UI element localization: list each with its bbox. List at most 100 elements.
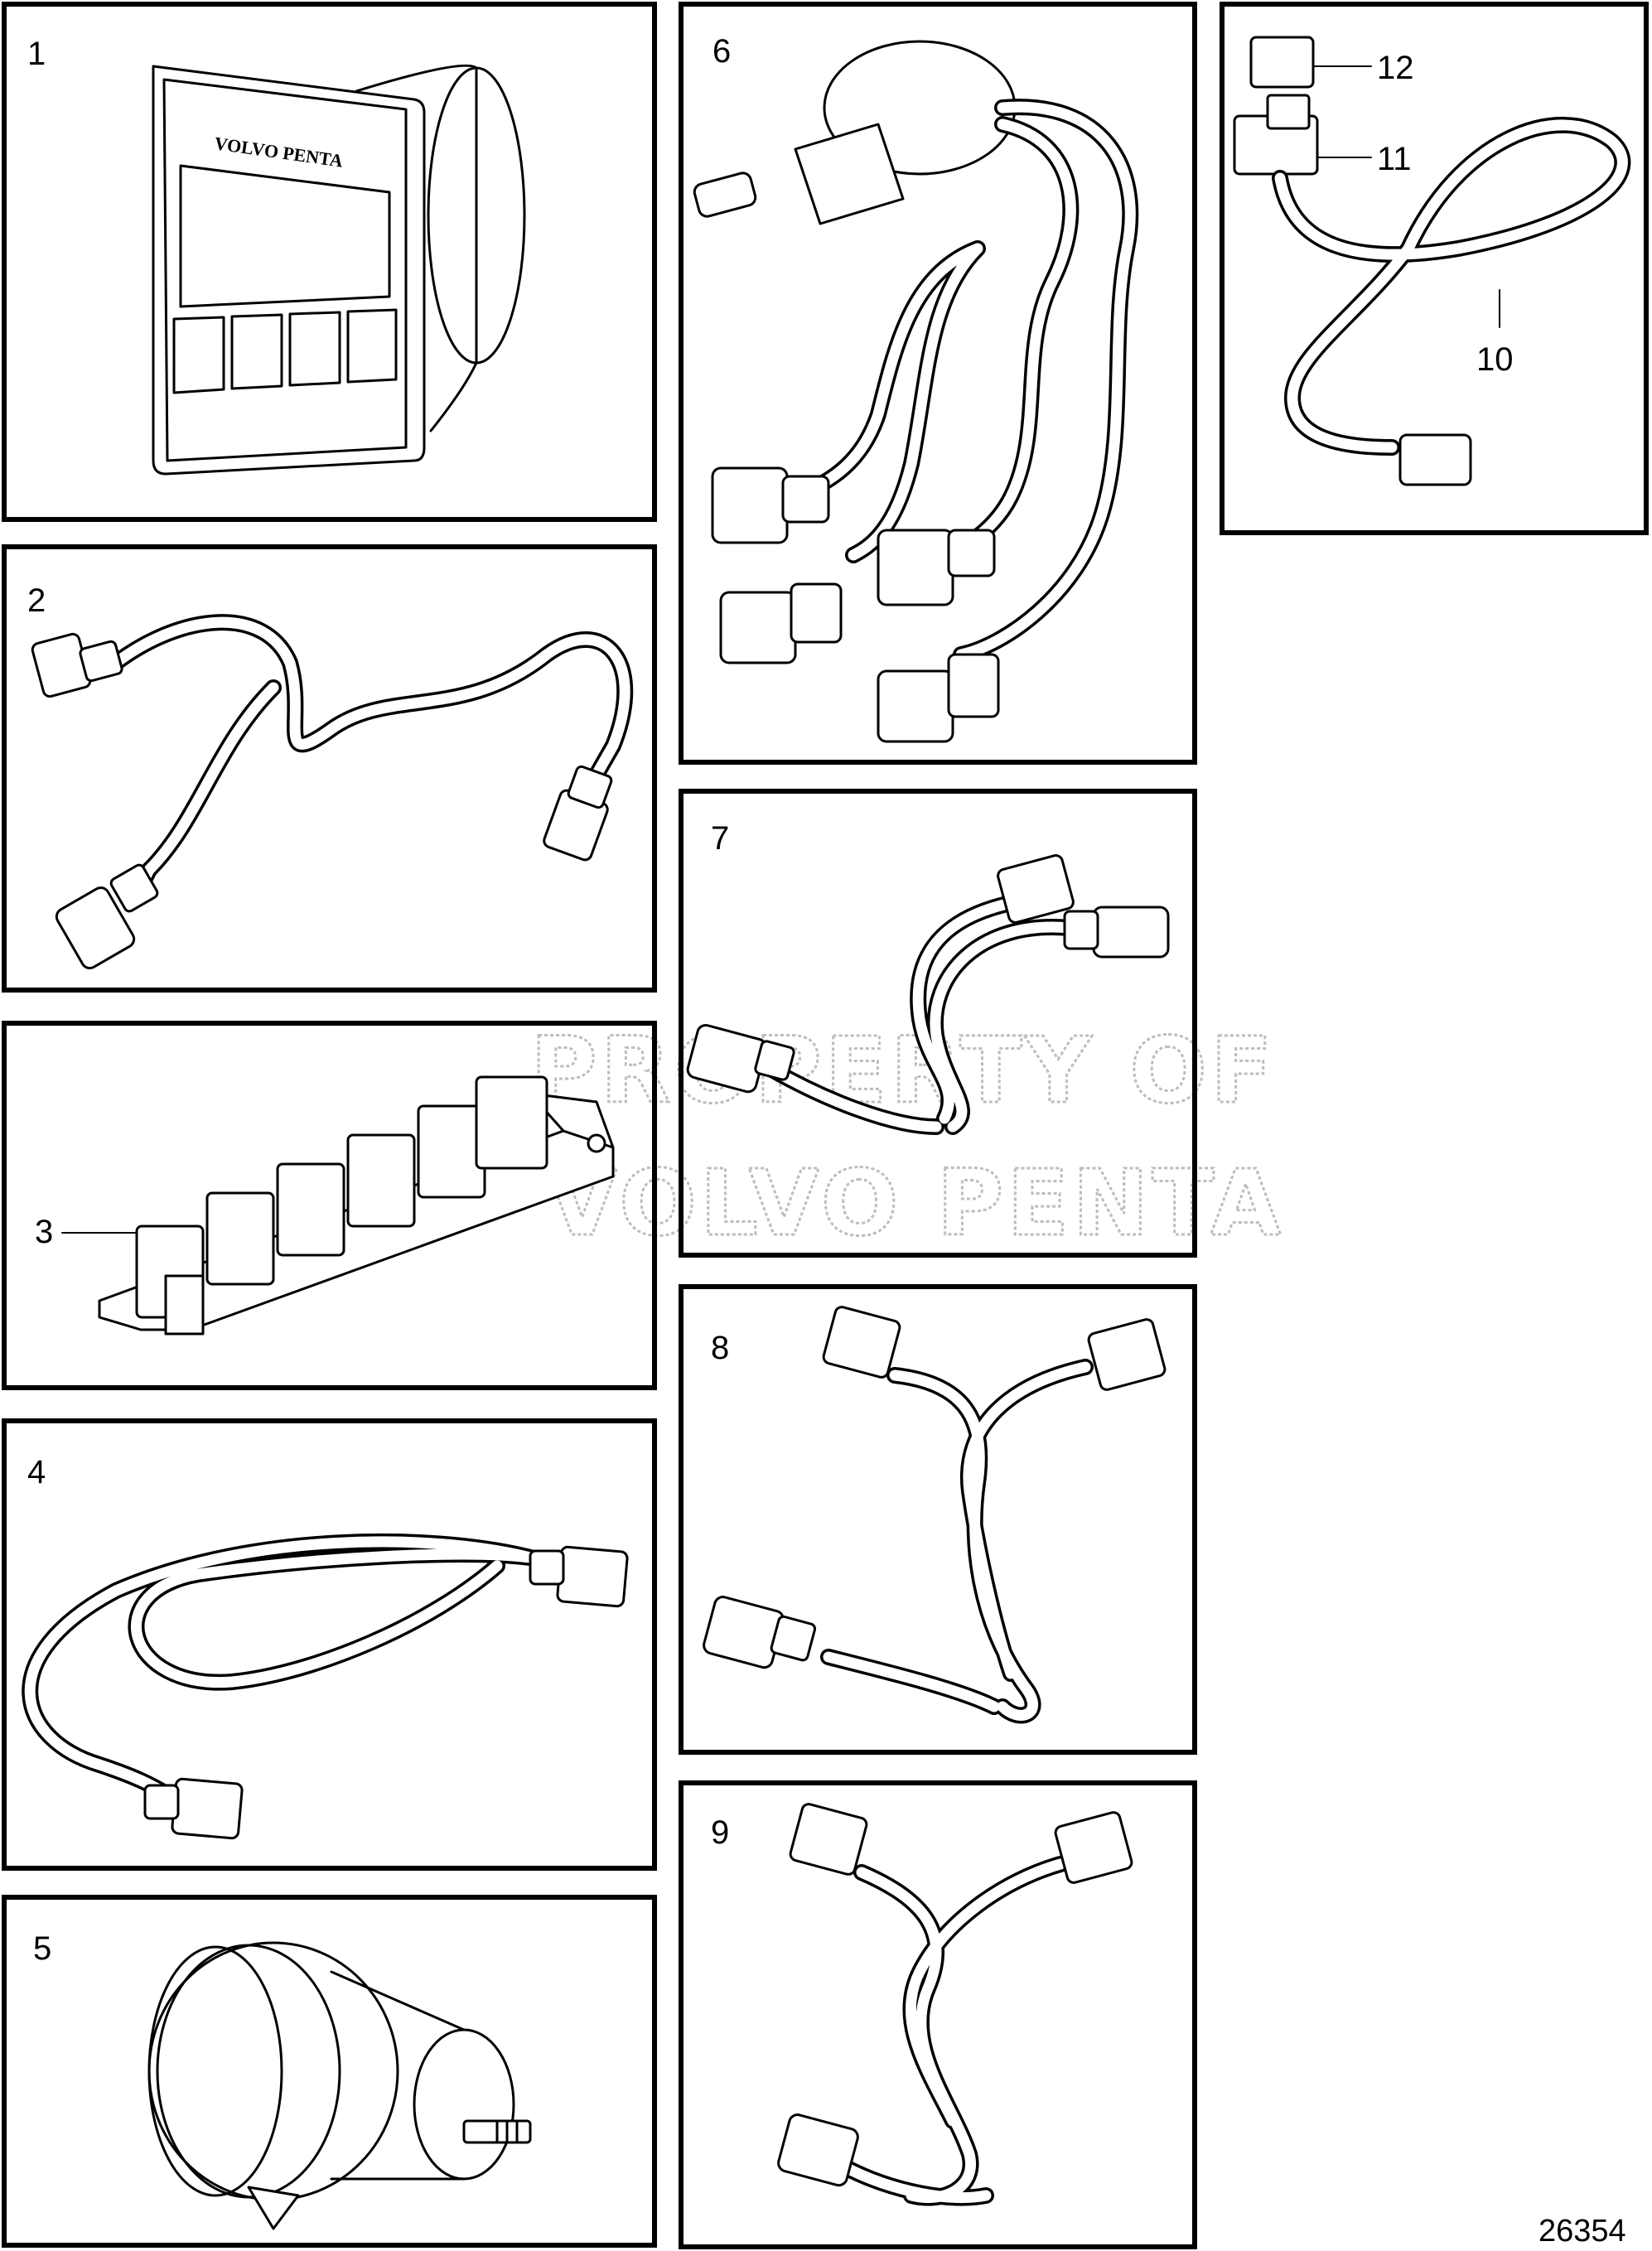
harness-6 bbox=[711, 99, 1139, 743]
panel-4: 4 bbox=[2, 1418, 657, 1871]
sensor-5-thread bbox=[495, 2119, 519, 2144]
socket-3 bbox=[276, 1162, 345, 1257]
connector-6a-boot bbox=[781, 475, 830, 524]
connector-8a bbox=[822, 1306, 901, 1379]
panel-9-label: 9 bbox=[711, 1814, 729, 1851]
connector-7b-boot bbox=[1063, 910, 1099, 950]
harness-6-main-inner bbox=[806, 101, 1136, 660]
sensor-5 bbox=[147, 1941, 532, 2230]
connector-4b-boot bbox=[143, 1784, 180, 1820]
panel-6-label: 6 bbox=[712, 33, 731, 70]
connector-4a-body bbox=[556, 1545, 629, 1608]
sensor-5-ring-2 bbox=[156, 1944, 341, 2199]
display-bezel-inner bbox=[162, 78, 408, 462]
display-screen bbox=[179, 164, 391, 308]
connector-9c-body bbox=[777, 2113, 859, 2187]
connector-9a-body bbox=[789, 1803, 868, 1876]
panel-5-frame bbox=[2, 1895, 657, 2248]
panel-8-label: 8 bbox=[711, 1330, 729, 1366]
panel-1: 1 VOLVO PENTA bbox=[2, 2, 657, 522]
socket-4 bbox=[346, 1133, 416, 1228]
connector-2c-boot bbox=[567, 765, 613, 809]
relay-12: 12 bbox=[1249, 36, 1414, 89]
connector-6b bbox=[719, 582, 843, 664]
cable-10: 10 bbox=[1272, 116, 1631, 486]
connector-6d-boot bbox=[947, 653, 1000, 718]
sensor-5-flange bbox=[413, 2028, 515, 2181]
connector-8c-body bbox=[703, 1596, 785, 1669]
connector-8b-body bbox=[1087, 1318, 1167, 1391]
socket-6 bbox=[475, 1075, 548, 1170]
watermark: PROPERTY OF VOLVO PENTA bbox=[529, 1017, 1284, 1258]
cable-4-main-inner bbox=[24, 1536, 536, 1804]
connector-6d-body bbox=[877, 669, 954, 743]
harness-7-main-inner bbox=[765, 897, 1075, 1133]
panel-3: 3 bbox=[2, 1021, 657, 1390]
connector-7a bbox=[997, 854, 1075, 924]
harness-8 bbox=[703, 1306, 1167, 1724]
connector-7c-boot bbox=[754, 1040, 795, 1081]
panel-9: 9 bbox=[679, 1780, 1197, 2249]
connector-2b-body bbox=[55, 886, 136, 969]
socket-5 bbox=[417, 1104, 486, 1199]
display-button-4 bbox=[346, 308, 398, 384]
harness-8-main-inner bbox=[823, 1361, 1091, 1721]
panel-7-label: 7 bbox=[711, 820, 729, 857]
sensor-5-foot bbox=[247, 2186, 300, 2230]
cable-10-main bbox=[1272, 116, 1631, 456]
harness-7 bbox=[686, 854, 1170, 1135]
junction-block-hole bbox=[587, 1133, 606, 1153]
watermark-line-1: PROPERTY OF bbox=[530, 1017, 1276, 1123]
watermark-line-2: VOLVO PENTA bbox=[547, 1150, 1284, 1256]
connector-4b-body bbox=[171, 1777, 244, 1840]
sensor-5-body-lines bbox=[330, 1970, 466, 2181]
panel-7-frame bbox=[679, 789, 1197, 1258]
junction-block-bracket bbox=[164, 1274, 205, 1336]
panel-1-frame bbox=[2, 2, 657, 522]
cable-2-branch-inner bbox=[135, 682, 279, 892]
connector-8b bbox=[1087, 1318, 1167, 1391]
display-button-3 bbox=[288, 311, 341, 387]
sensor-5-ring-1 bbox=[147, 1945, 283, 2197]
panel-8-frame bbox=[679, 1284, 1197, 1755]
sensor-6-neck bbox=[794, 123, 905, 225]
connector-10 bbox=[1398, 433, 1472, 486]
connector-6a bbox=[711, 466, 830, 544]
connector-6a-body bbox=[711, 466, 789, 544]
connector-8c-boot bbox=[770, 1615, 817, 1662]
sensor-6-shaft bbox=[693, 171, 757, 218]
cable-10-main-inner bbox=[1274, 119, 1628, 453]
display-bezel bbox=[152, 65, 426, 476]
panel-1-label: 1 bbox=[27, 36, 46, 72]
panel-2-label: 2 bbox=[27, 582, 46, 619]
harness-9-main bbox=[828, 1856, 1069, 2206]
panel-9-frame bbox=[679, 1780, 1197, 2249]
connector-7b bbox=[1063, 906, 1170, 959]
connector-8a-body bbox=[822, 1306, 901, 1379]
panel-4-frame bbox=[2, 1418, 657, 1871]
socket-2 bbox=[205, 1191, 275, 1286]
panel-8: 8 bbox=[679, 1284, 1197, 1755]
connector-7a-body bbox=[997, 854, 1075, 924]
panel-10-12-frame bbox=[1220, 2, 1649, 535]
connector-9a bbox=[789, 1803, 868, 1876]
callout-12: 12 bbox=[1377, 50, 1414, 86]
connector-2c bbox=[543, 765, 613, 862]
connector-2b bbox=[55, 863, 159, 969]
connector-8c bbox=[703, 1596, 817, 1669]
panel-5: 5 bbox=[2, 1895, 657, 2248]
connector-6c-body bbox=[877, 529, 954, 606]
connector-4b bbox=[143, 1777, 244, 1840]
connector-2a bbox=[31, 632, 123, 698]
panel-5-label: 5 bbox=[33, 1930, 51, 1967]
connector-9b bbox=[1054, 1811, 1133, 1884]
relay-socket-11-clip bbox=[1266, 94, 1311, 130]
cable-2 bbox=[31, 614, 634, 969]
connector-7c bbox=[686, 1023, 795, 1094]
panel-7: 7 bbox=[679, 789, 1197, 1258]
connector-6b-body bbox=[719, 591, 797, 664]
connector-4a-boot bbox=[529, 1549, 565, 1586]
panel-10-12: 12 11 10 bbox=[1220, 2, 1649, 535]
sensor-6 bbox=[693, 40, 1017, 225]
connector-2b-boot bbox=[109, 863, 159, 913]
